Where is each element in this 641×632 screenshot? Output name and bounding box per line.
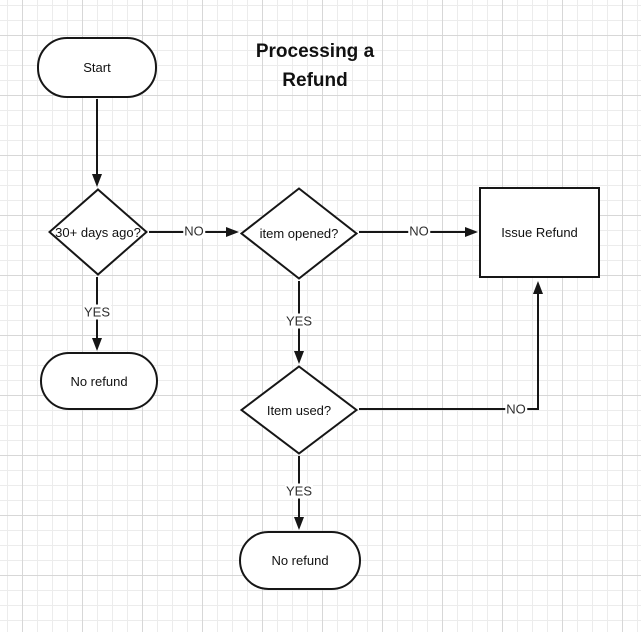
node-days-question-label: 30+ days ago?	[55, 224, 141, 240]
node-issue-refund[interactable]: Issue Refund	[479, 187, 600, 278]
edge-label-used-no[interactable]: NO	[505, 401, 527, 417]
node-days-question[interactable]: 30+ days ago?	[48, 188, 148, 276]
diagram-title: Processing a Refund	[256, 37, 374, 95]
node-item-used[interactable]: Item used?	[240, 365, 358, 455]
edge-label-opened-yes[interactable]: YES	[284, 313, 314, 329]
edge-label-used-yes[interactable]: YES	[284, 483, 314, 499]
diamond-shape	[240, 365, 358, 455]
node-no-refund-bottom[interactable]: No refund	[239, 531, 361, 590]
edge-label-days-no[interactable]: NO	[183, 223, 205, 239]
diamond-shape	[48, 188, 148, 276]
edge-label-opened-no[interactable]: NO	[408, 223, 430, 239]
diamond-shape	[240, 187, 358, 280]
node-no-refund-bottom-label: No refund	[271, 553, 329, 568]
node-item-used-label: Item used?	[266, 402, 332, 418]
node-start-label: Start	[83, 60, 111, 75]
node-issue-refund-label: Issue Refund	[501, 225, 578, 240]
title-line-2: Refund	[282, 70, 348, 91]
node-start[interactable]: Start	[37, 37, 157, 98]
title-line-1: Processing a	[255, 41, 375, 62]
node-item-opened[interactable]: item opened?	[240, 187, 358, 280]
node-item-opened-label: item opened?	[259, 226, 339, 241]
node-no-refund-left-label: No refund	[70, 373, 128, 389]
node-no-refund-left[interactable]: No refund	[40, 352, 158, 410]
edge-used-no-to-issue[interactable]	[359, 281, 543, 410]
edge-start-to-days[interactable]	[92, 99, 102, 187]
edge-label-days-yes[interactable]: YES	[82, 304, 112, 320]
